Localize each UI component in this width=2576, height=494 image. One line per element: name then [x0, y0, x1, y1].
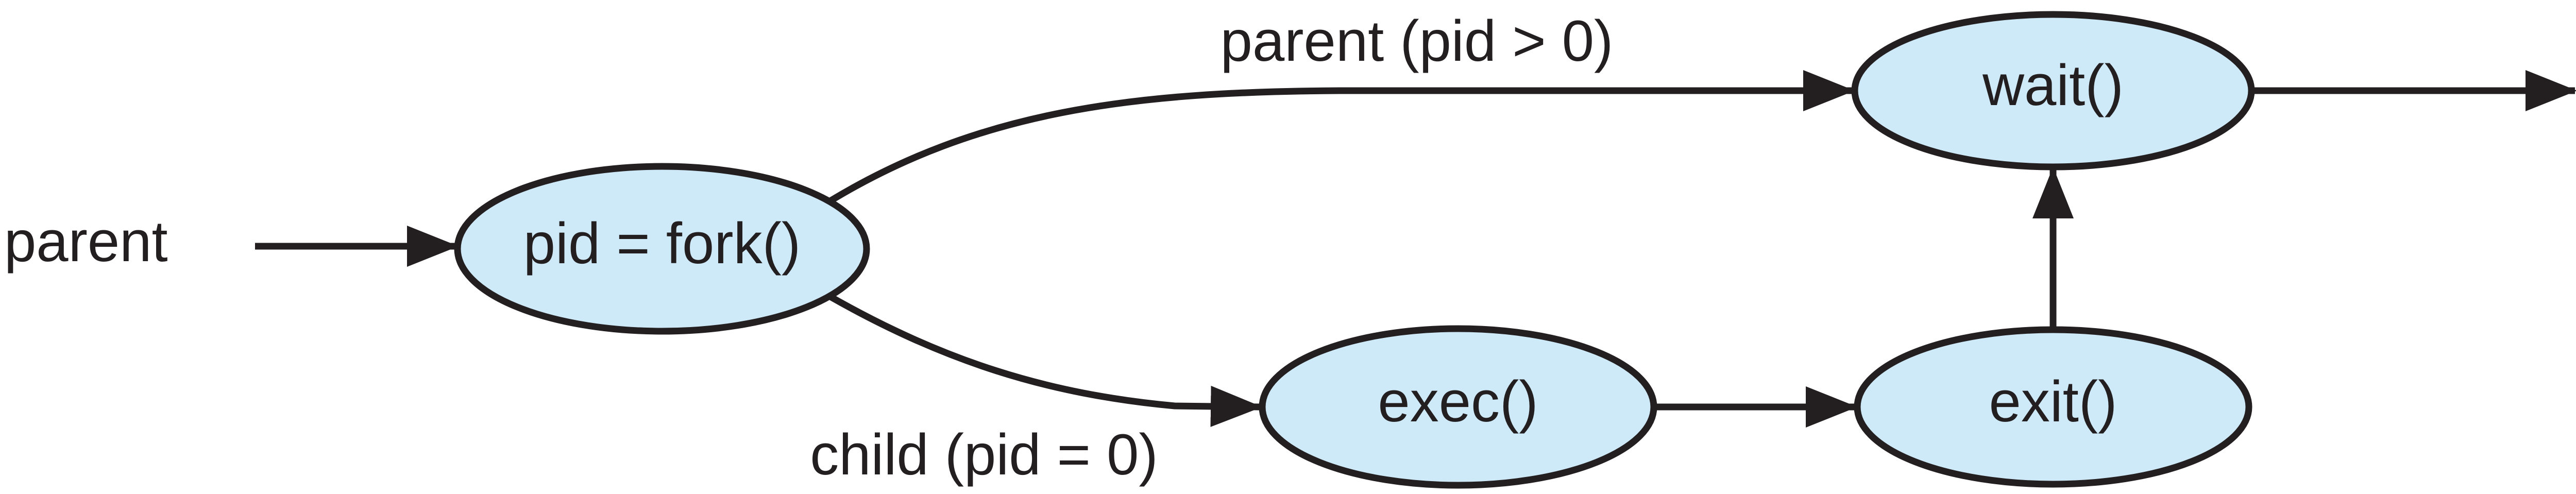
edge-fork-to-wait — [827, 70, 1855, 205]
node-exit-ellipse — [1854, 326, 2252, 488]
node-wait-ellipse — [1851, 11, 2255, 171]
node-fork-label: pid = fork() — [523, 211, 801, 276]
node-wait-label: wait() — [1982, 53, 2124, 117]
edge-fork-to-exec — [827, 293, 1262, 427]
node-exec-label: exec() — [1378, 369, 1538, 434]
start-annotation: parent — [4, 209, 168, 274]
node-exec-ellipse — [1259, 325, 1657, 489]
node-fork: pid = fork() — [454, 163, 870, 335]
node-fork-ellipse — [454, 163, 870, 335]
node-wait: wait() — [1851, 11, 2255, 171]
lower-branch-label: child (pid = 0) — [810, 422, 1158, 487]
node-exit-label: exit() — [1989, 369, 2117, 434]
node-exit: exit() — [1854, 326, 2252, 488]
node-exec: exec() — [1259, 325, 1657, 489]
upper-branch-label: parent (pid > 0) — [1221, 9, 1614, 73]
